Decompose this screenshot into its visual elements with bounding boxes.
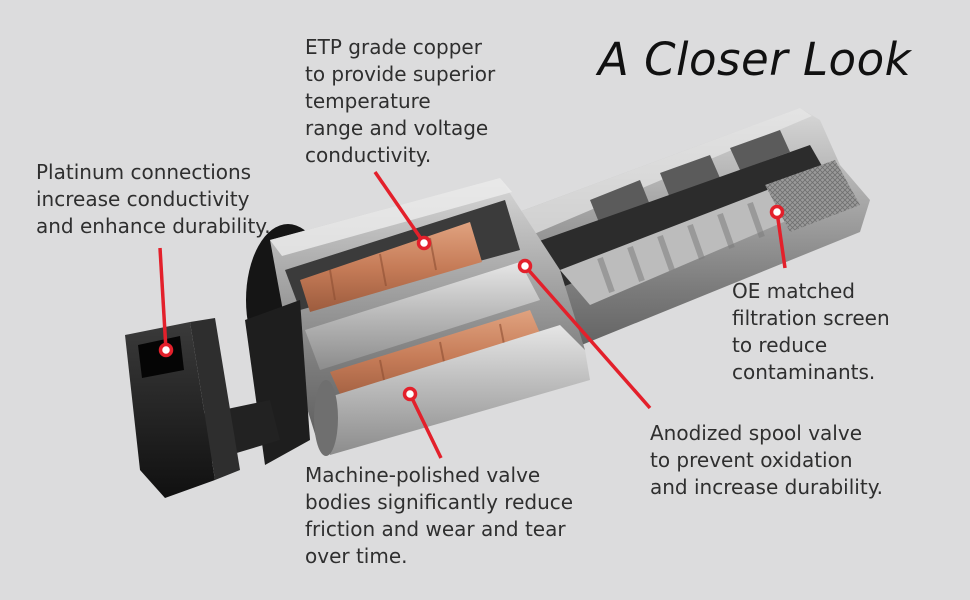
leader-dot-polished xyxy=(402,386,418,402)
callout-platinum-connections: Platinum connections increase conductivi… xyxy=(36,160,271,238)
solenoid-housing xyxy=(246,178,590,456)
callout-polished-valve-bodies: Machine-polished valve bodies significan… xyxy=(305,463,574,568)
leader-dot-copper xyxy=(416,235,432,251)
callout-spool-valve: Anodized spool valve to prevent oxidatio… xyxy=(650,421,884,499)
leader-dot-platinum xyxy=(158,342,174,358)
page-title: A Closer Look xyxy=(598,33,912,86)
callout-etp-copper: ETP grade copper to provide superior tem… xyxy=(305,35,496,167)
callout-filtration-screen: OE matched filtration screen to reduce c… xyxy=(732,279,890,384)
electrical-connector xyxy=(125,300,310,498)
callout-leaders xyxy=(158,171,787,459)
leader-dot-spool xyxy=(517,258,533,274)
leader-dot-screen xyxy=(769,204,785,220)
